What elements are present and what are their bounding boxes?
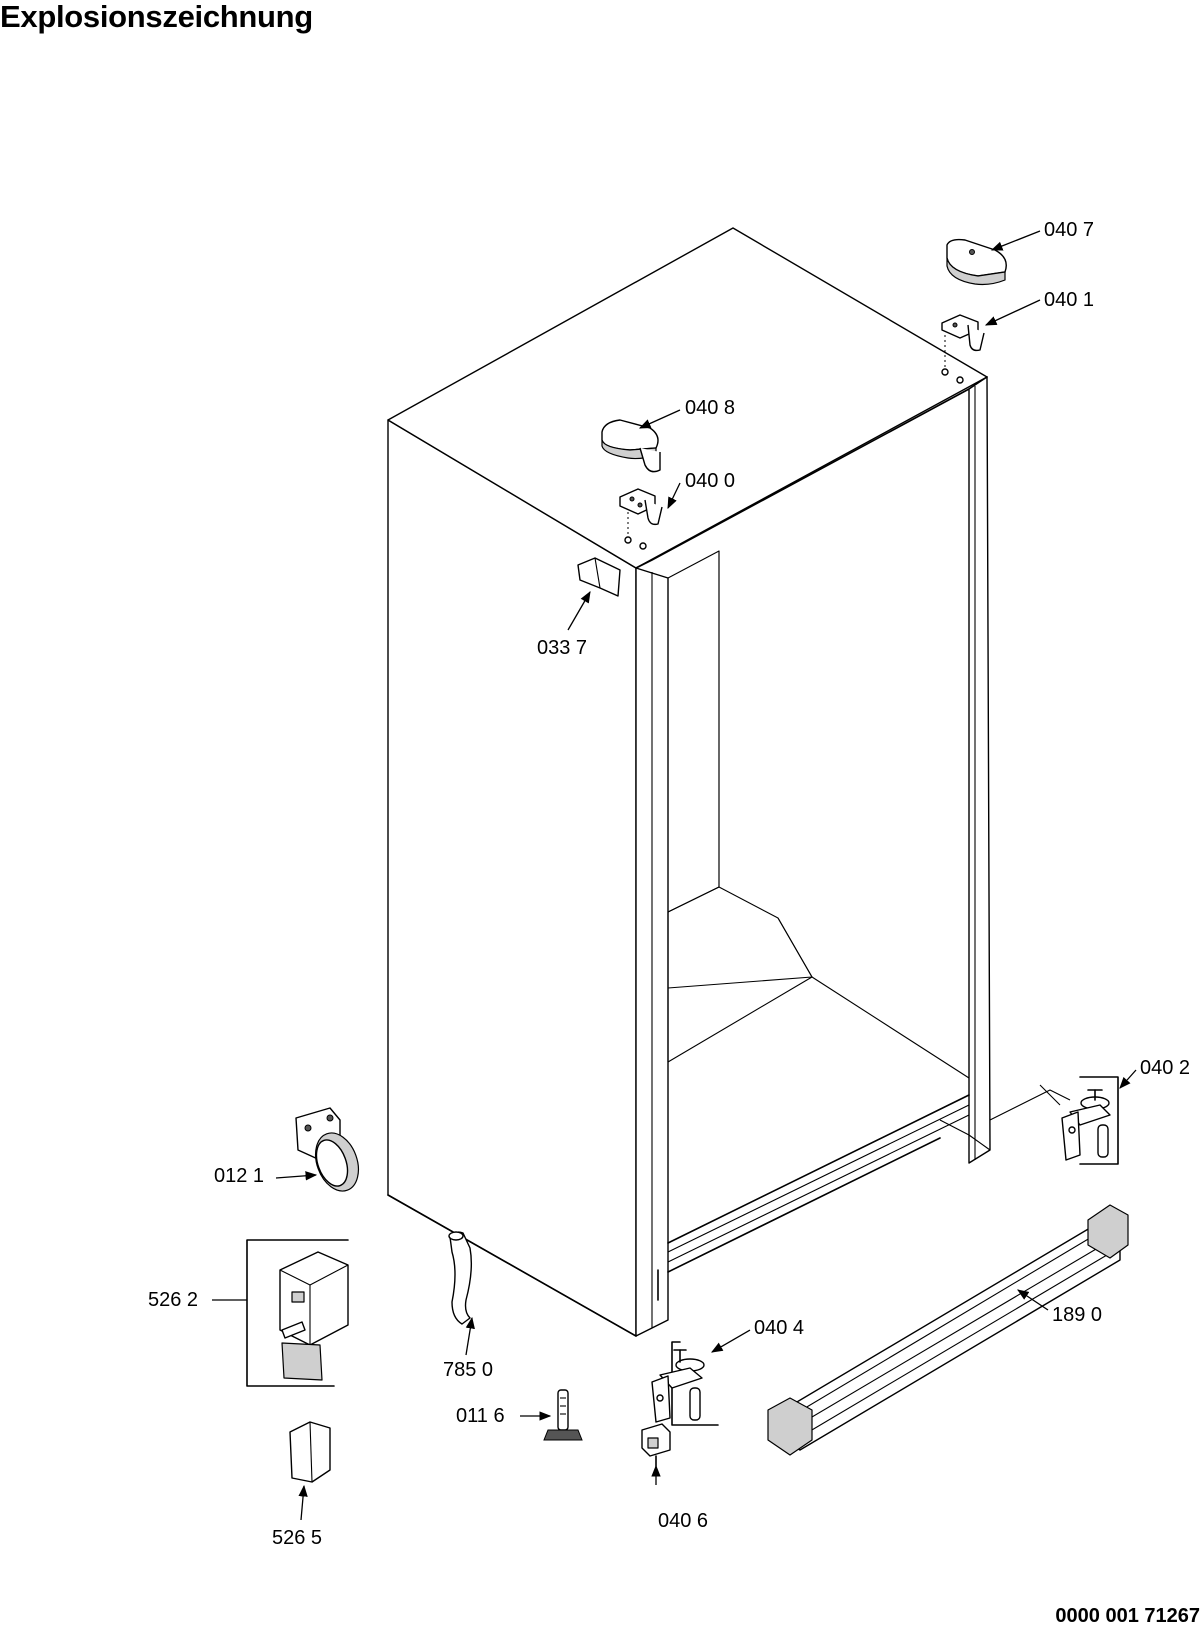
part-1890-plinth xyxy=(767,1204,1129,1456)
part-0402-bottom-hinge xyxy=(1039,1076,1119,1165)
label-0402: 040 2 xyxy=(1140,1057,1190,1079)
part-labels: 040 7 040 1 040 8 040 0 033 7 040 2 012 … xyxy=(148,219,1190,1549)
label-5262: 526 2 xyxy=(148,1289,198,1311)
label-0404: 040 4 xyxy=(754,1317,804,1339)
part-5262-box-assembly xyxy=(246,1239,349,1387)
label-5265: 526 5 xyxy=(272,1527,322,1549)
part-0407-hinge-cover xyxy=(946,238,1007,286)
page-title: Explosionszeichnung xyxy=(0,0,313,34)
part-0121-roller xyxy=(295,1107,360,1192)
label-0401: 040 1 xyxy=(1044,289,1094,311)
document-number: 0000 001 71267 xyxy=(1055,1605,1200,1627)
label-0337: 033 7 xyxy=(537,637,587,659)
label-1890: 189 0 xyxy=(1052,1304,1102,1326)
label-0406: 040 6 xyxy=(658,1510,708,1532)
part-0337-clip xyxy=(577,557,621,597)
label-0121: 012 1 xyxy=(214,1165,264,1187)
label-0116: 011 6 xyxy=(456,1405,505,1427)
part-0401-top-hinge xyxy=(941,314,985,384)
label-0400: 040 0 xyxy=(685,470,735,492)
label-7850: 785 0 xyxy=(443,1359,493,1381)
cabinet-body xyxy=(387,227,1071,1337)
label-0407: 040 7 xyxy=(1044,219,1094,241)
leader-lines xyxy=(212,230,1137,1521)
part-0116-screw xyxy=(543,1389,583,1441)
label-0408: 040 8 xyxy=(685,397,735,419)
part-7850-drain-hose xyxy=(448,1231,473,1325)
part-5265-cover-plate xyxy=(289,1421,331,1483)
part-0404-bottom-hinge xyxy=(651,1341,719,1426)
part-0400-top-hinge xyxy=(619,488,663,550)
part-0406-hinge-bracket xyxy=(641,1423,671,1467)
